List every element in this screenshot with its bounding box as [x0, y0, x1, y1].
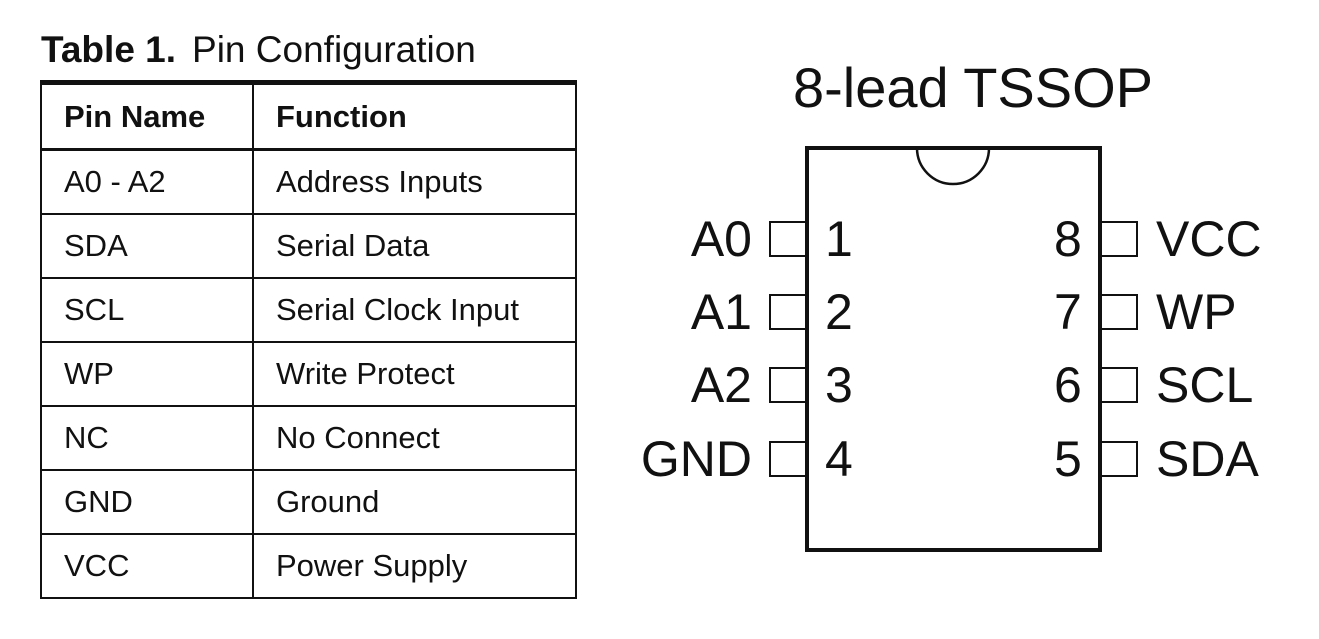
package-title: 8-lead TSSOP — [793, 56, 1154, 119]
cell-pin-name: A0 - A2 — [41, 148, 254, 214]
cell-pin-name: SDA — [41, 213, 254, 278]
cell-pin-name: GND — [41, 469, 254, 534]
pin-number-right: 6 — [1054, 357, 1082, 413]
table-caption-label: Table 1. — [41, 29, 177, 70]
table-caption-title: Pin Configuration — [192, 29, 476, 70]
pin-label-left: A1 — [690, 284, 752, 340]
pin-stub-8 — [1099, 221, 1138, 257]
cell-function: Serial Clock Input — [253, 277, 576, 342]
table-row: SCL Serial Clock Input — [41, 277, 576, 342]
cell-function: Power Supply — [253, 533, 576, 598]
pin-label-right: VCC — [1156, 211, 1262, 267]
header-pin-name: Pin Name — [41, 82, 254, 151]
cell-pin-name: NC — [41, 405, 254, 470]
package-body — [805, 146, 1102, 552]
pin-label-right: SDA — [1156, 431, 1259, 487]
pin-stub-5 — [1099, 441, 1138, 477]
pin-number-left: 3 — [825, 357, 853, 413]
pin-number-left: 2 — [825, 284, 853, 340]
pin-configuration-table: Pin Name Function A0 - A2 Address Inputs… — [40, 80, 577, 599]
table-row: VCC Power Supply — [41, 533, 576, 598]
pin-label-left: GND — [640, 431, 752, 487]
cell-function: Address Inputs — [253, 148, 576, 214]
pin-stub-4 — [769, 441, 808, 477]
table-row: WP Write Protect — [41, 341, 576, 406]
header-function: Function — [253, 82, 576, 151]
table-row: A0 - A2 Address Inputs — [41, 148, 576, 214]
pin-number-left: 4 — [825, 431, 853, 487]
pin-number-right: 8 — [1054, 211, 1082, 267]
cell-function: Ground — [253, 469, 576, 534]
table-row: GND Ground — [41, 469, 576, 534]
table-row: SDA Serial Data — [41, 213, 576, 278]
pin-label-right: WP — [1156, 284, 1237, 340]
cell-pin-name: VCC — [41, 533, 254, 598]
table-row: NC No Connect — [41, 405, 576, 470]
table-caption: Table 1. Pin Configuration — [41, 28, 476, 72]
pin-number-right: 7 — [1054, 284, 1082, 340]
cell-function: No Connect — [253, 405, 576, 470]
pin-stub-7 — [1099, 294, 1138, 330]
pin1-notch — [915, 147, 991, 186]
cell-function: Serial Data — [253, 213, 576, 278]
pin-stub-1 — [769, 221, 808, 257]
pin-number-left: 1 — [825, 211, 853, 267]
pin-stub-2 — [769, 294, 808, 330]
pin-label-left: A2 — [690, 357, 752, 413]
pin-stub-3 — [769, 367, 808, 403]
pin-stub-6 — [1099, 367, 1138, 403]
cell-pin-name: SCL — [41, 277, 254, 342]
pin-label-left: A0 — [690, 211, 752, 267]
pin-label-right: SCL — [1156, 357, 1254, 413]
pin-number-right: 5 — [1054, 431, 1082, 487]
cell-function: Write Protect — [253, 341, 576, 406]
table-header-row: Pin Name Function — [41, 82, 576, 151]
cell-pin-name: WP — [41, 341, 254, 406]
